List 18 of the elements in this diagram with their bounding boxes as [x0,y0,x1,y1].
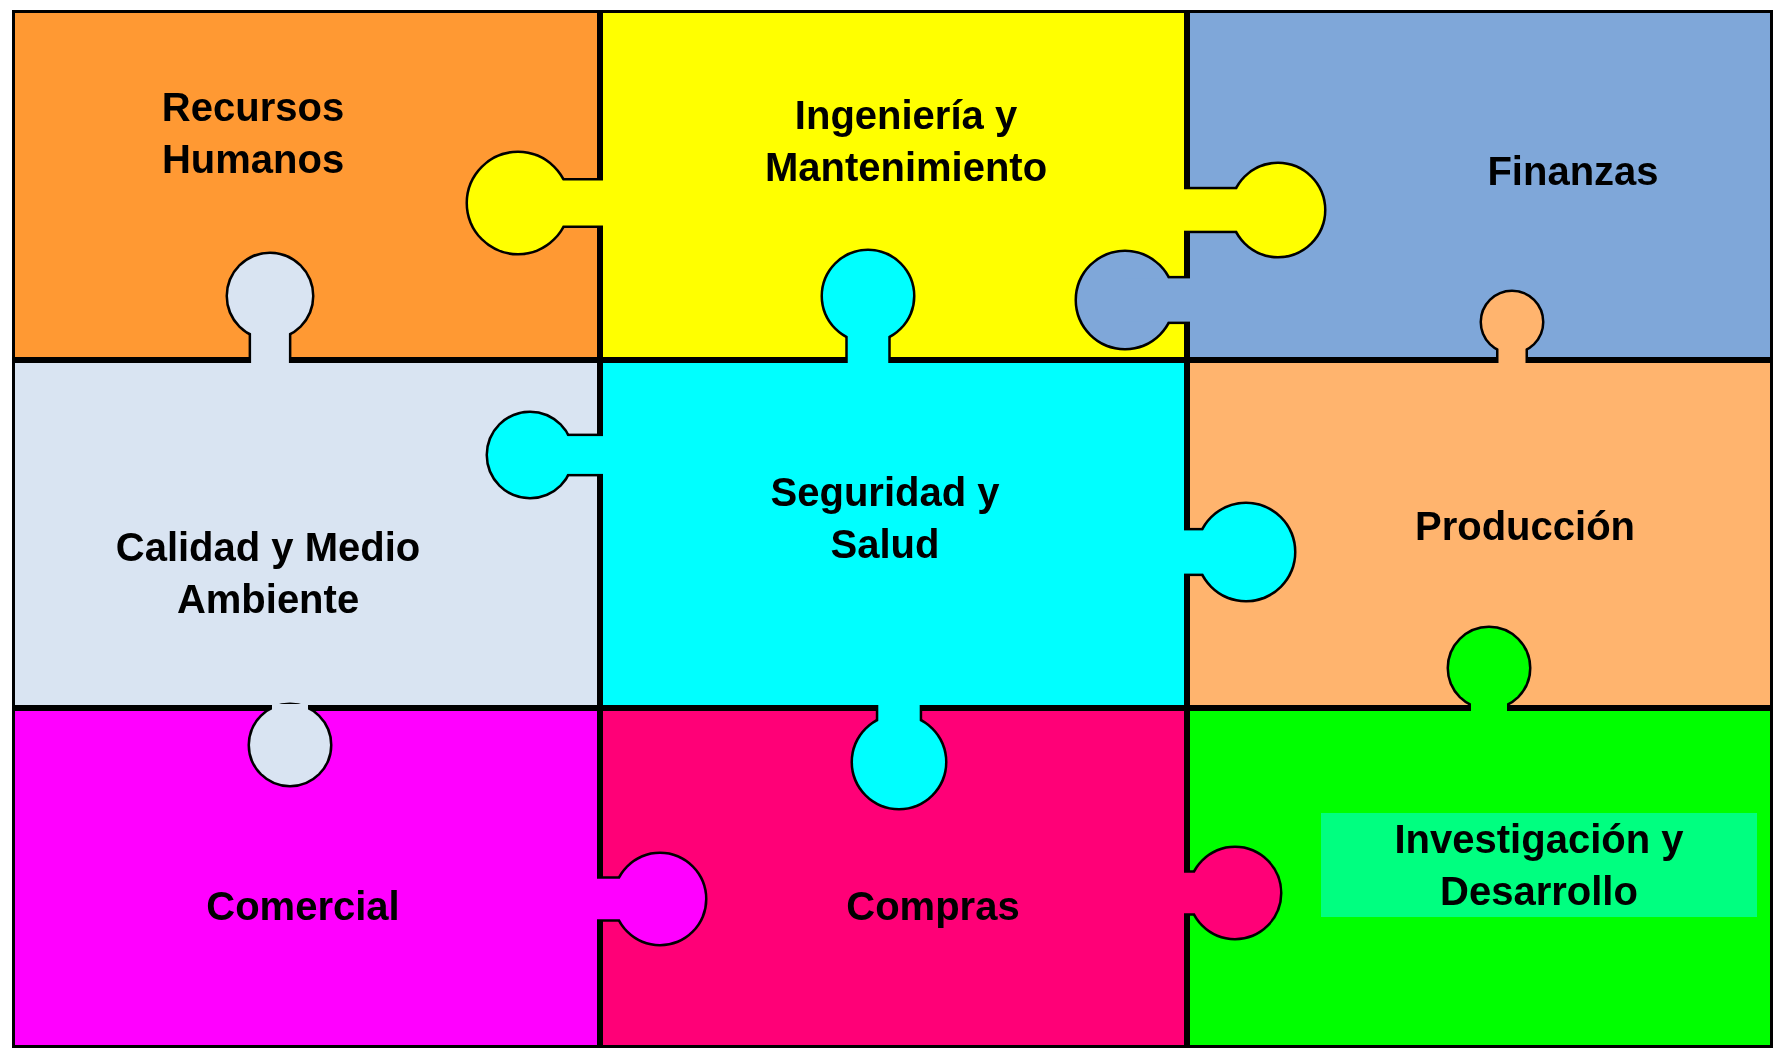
puzzle-piece [12,10,600,360]
piece-label: Finanzas [1486,148,1660,195]
piece-label: Producción [1414,503,1636,550]
puzzle-piece [600,10,1187,360]
puzzle-piece [600,360,1187,708]
puzzle-piece [12,708,600,1048]
piece-label: Ingeniería y Mantenimiento [763,92,1049,191]
piece-label: Calidad y Medio Ambiente [114,524,422,623]
piece-label: Compras [845,883,1021,930]
puzzle-piece [1187,10,1773,360]
puzzle-piece [12,360,600,708]
puzzle-piece [1187,360,1773,708]
piece-label: Investigación y Desarrollo [1321,813,1757,917]
piece-label: Seguridad y Salud [769,469,1001,568]
piece-label: Comercial [205,883,401,930]
piece-label: Recursos Humanos [160,84,346,183]
puzzle-piece [600,708,1187,1048]
puzzle-piece [1187,708,1773,1048]
